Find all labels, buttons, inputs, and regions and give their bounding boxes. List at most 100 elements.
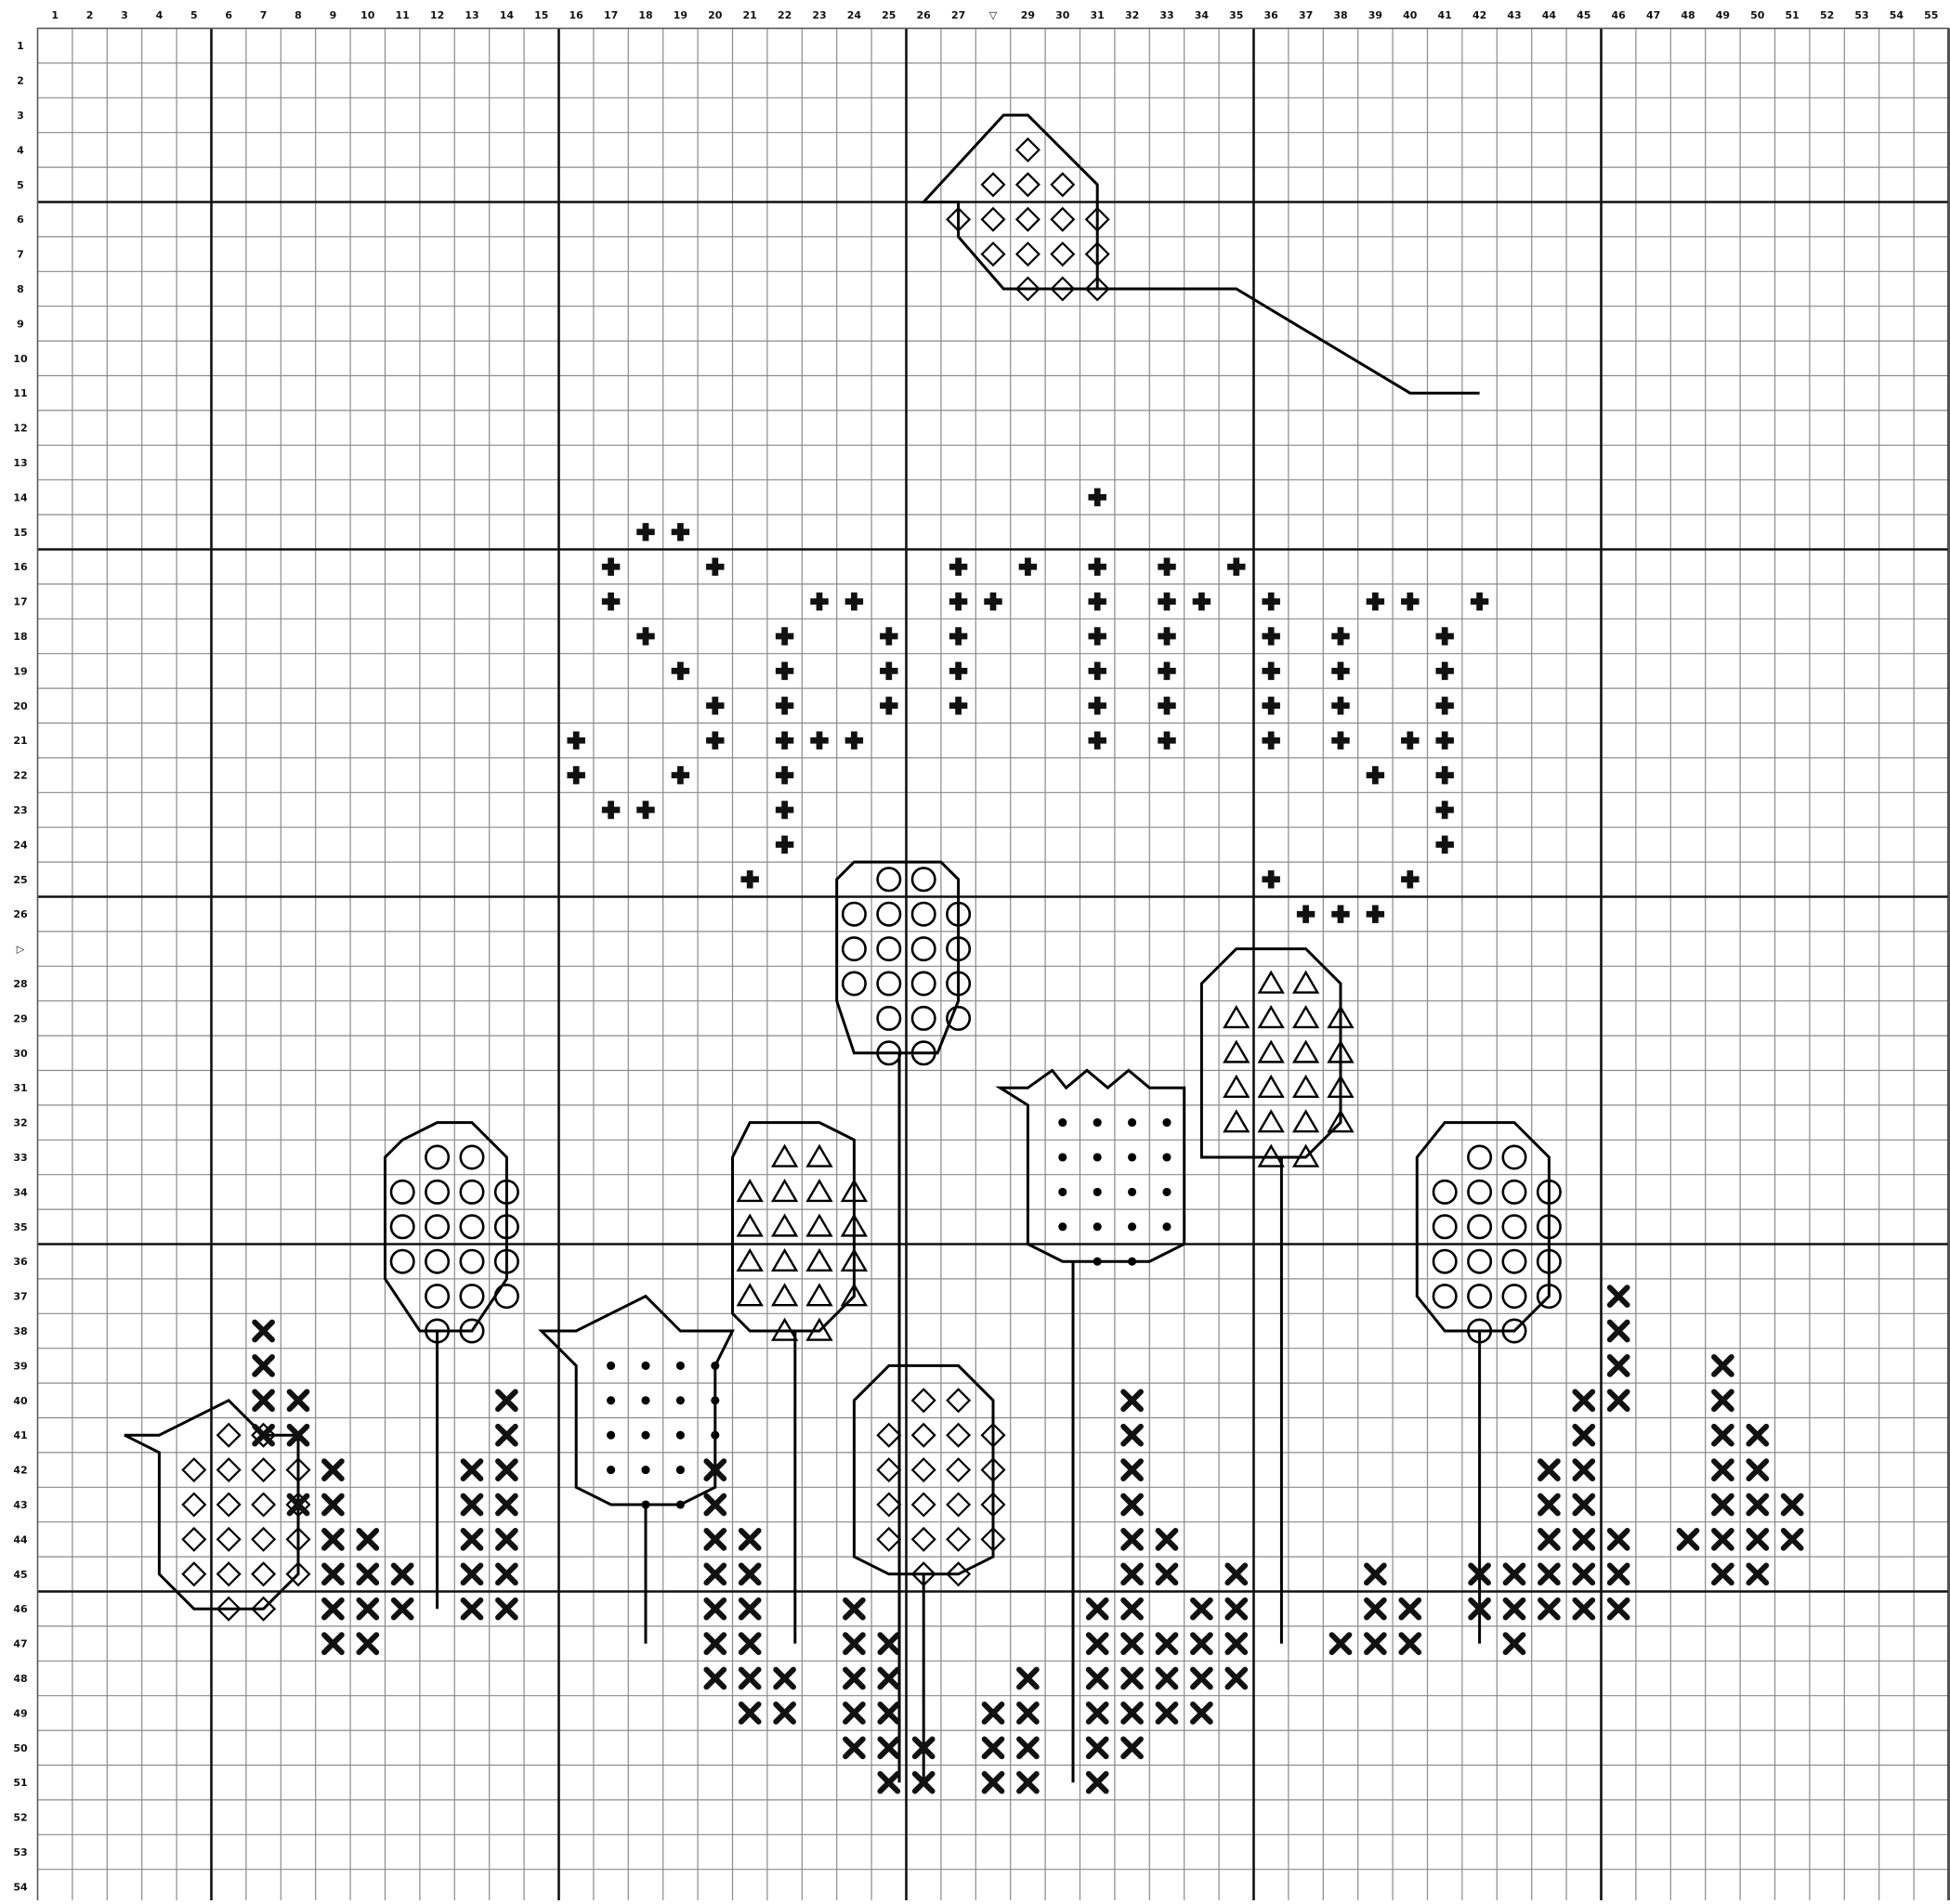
- dot-stitch: [1093, 1222, 1102, 1231]
- triangle-stitch: [773, 1216, 796, 1236]
- row-label-left: 47: [13, 1638, 27, 1650]
- motif-outline: [386, 1123, 507, 1331]
- plus-stitch: [1158, 731, 1175, 749]
- x-stitch: [880, 1704, 897, 1722]
- x-stitch: [324, 1565, 342, 1583]
- triangle-stitch: [1294, 972, 1317, 993]
- column-label-top: 55: [1924, 9, 1938, 21]
- x-stitch: [1714, 1427, 1732, 1444]
- column-label-top: 50: [1750, 9, 1765, 21]
- triangle-stitch: [1260, 1042, 1283, 1063]
- x-stitch: [464, 1565, 481, 1583]
- dot-stitch: [711, 1396, 719, 1404]
- row-label-left: 24: [13, 839, 28, 851]
- plus-stitch: [706, 697, 724, 714]
- x-stitch: [1089, 1670, 1106, 1688]
- triangle-stitch: [773, 1285, 796, 1306]
- x-stitch: [741, 1565, 759, 1583]
- column-label-top: 29: [1021, 9, 1035, 21]
- row-label-left: 49: [13, 1707, 27, 1719]
- x-stitch: [1123, 1565, 1141, 1583]
- x-stitch: [324, 1496, 342, 1514]
- column-label-top: 43: [1507, 9, 1521, 21]
- x-stitch: [1227, 1635, 1245, 1652]
- dot-stitch: [1128, 1118, 1136, 1127]
- column-label-top: 47: [1646, 9, 1660, 21]
- column-label-top: 22: [778, 9, 792, 21]
- circle-stitch: [1468, 1250, 1490, 1272]
- column-label-top: 14: [500, 9, 515, 21]
- column-label-top: 6: [225, 9, 232, 21]
- circle-tulip-right: [1417, 1123, 1560, 1343]
- dot-stitch: [676, 1500, 685, 1508]
- plus-stitch: [1367, 593, 1384, 610]
- circle-tulip-center: [837, 862, 970, 1064]
- x-stitch: [324, 1531, 342, 1548]
- circle-stitch: [391, 1180, 413, 1203]
- plus-stitch: [706, 731, 724, 749]
- dot-stitch: [676, 1431, 685, 1440]
- plus-stitch: [1401, 593, 1419, 610]
- row-label-left: 30: [13, 1048, 28, 1060]
- x-stitch: [1367, 1600, 1384, 1618]
- diamond-stitch: [217, 1563, 240, 1585]
- plus-stitch: [810, 593, 828, 610]
- circle-stitch: [878, 903, 900, 925]
- plus-stitch: [776, 836, 793, 854]
- row-label-left: 31: [13, 1082, 27, 1094]
- x-stitch: [1123, 1427, 1141, 1444]
- triangle-stitch: [807, 1146, 831, 1167]
- circle-stitch: [1503, 1216, 1525, 1238]
- plus-stitch: [1331, 662, 1349, 680]
- column-label-top: 24: [847, 9, 862, 21]
- circle-stitch: [912, 868, 935, 891]
- plus-stitch: [1088, 697, 1106, 714]
- x-stitch: [1089, 1600, 1106, 1618]
- dot-tulip-center: [1000, 1071, 1184, 1266]
- column-label-top: 37: [1299, 9, 1313, 21]
- x-stitch: [706, 1496, 724, 1514]
- x-stitch: [1575, 1565, 1592, 1583]
- circle-stitch: [391, 1216, 413, 1238]
- triangle-stitch: [739, 1285, 762, 1306]
- plus-stitch: [1297, 905, 1315, 922]
- x-stitch: [1401, 1600, 1419, 1618]
- x-stitch: [1610, 1391, 1628, 1409]
- row-label-left: 32: [13, 1117, 27, 1129]
- triangle-stitch: [1260, 1007, 1283, 1027]
- row-label-left: 35: [13, 1221, 27, 1233]
- row-label-left: 34: [13, 1186, 28, 1198]
- x-stitch: [1089, 1774, 1106, 1792]
- column-label-top: 35: [1229, 9, 1243, 21]
- x-stitch: [741, 1531, 759, 1548]
- plus-stitch: [1088, 557, 1106, 575]
- circle-stitch: [425, 1285, 448, 1307]
- x-stitch: [1193, 1704, 1211, 1722]
- plus-stitch: [1158, 627, 1175, 645]
- row-label-left: ▷: [17, 944, 25, 956]
- x-stitch: [706, 1635, 724, 1652]
- column-label-top: 44: [1542, 9, 1557, 21]
- triangle-stitch: [807, 1250, 831, 1271]
- motif-outline: [854, 1365, 993, 1573]
- x-stitch: [324, 1600, 342, 1618]
- diamond-stitch: [253, 1528, 275, 1550]
- diamond-stitch: [1016, 243, 1039, 266]
- column-label-top: 1: [51, 9, 59, 21]
- column-label-top: 51: [1786, 9, 1799, 21]
- column-label-top: 39: [1368, 9, 1382, 21]
- row-label-left: 15: [13, 527, 27, 539]
- diamond-stitch: [1016, 208, 1039, 230]
- plus-stitch: [1435, 836, 1453, 854]
- x-stitch: [706, 1531, 724, 1548]
- circle-stitch: [878, 972, 900, 995]
- x-stitch: [1610, 1323, 1628, 1340]
- plus-stitch: [672, 523, 689, 541]
- plus-stitch: [1331, 905, 1349, 922]
- row-label-left: 26: [13, 908, 28, 920]
- plus-stitch: [1262, 593, 1279, 610]
- triangle-stitch: [773, 1250, 796, 1271]
- plus-stitch: [636, 801, 654, 818]
- plus-stitch: [567, 731, 584, 749]
